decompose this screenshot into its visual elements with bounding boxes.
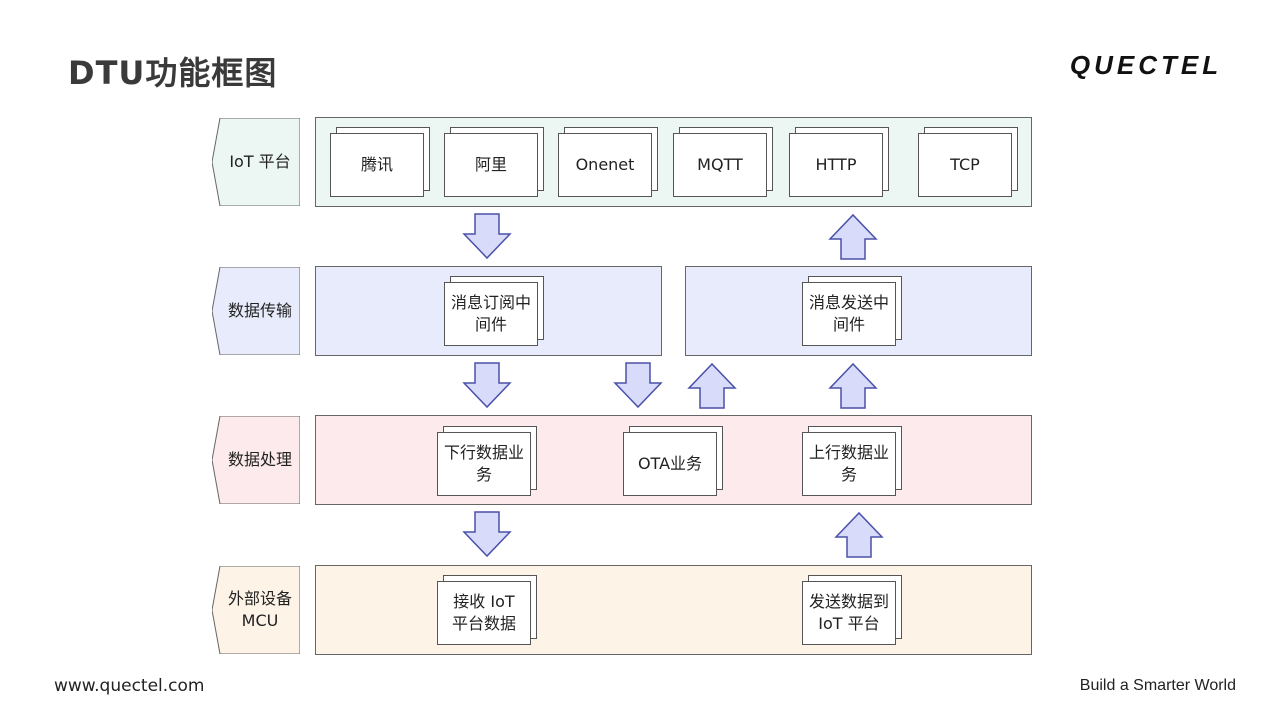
- platform-mqtt: MQTT: [673, 127, 773, 199]
- layer-label-device: 外部设备 MCU: [212, 566, 300, 654]
- doc-label: TCP: [918, 133, 1012, 197]
- subscribe-middleware: 消息订阅中 间件: [444, 276, 544, 348]
- down-arrow-icon: [462, 511, 512, 558]
- layer-label-processing: 数据处理: [212, 416, 300, 504]
- down-arrow-icon: [462, 362, 512, 409]
- platform-aliyun: 阿里: [444, 127, 544, 199]
- platform-http: HTTP: [789, 127, 889, 199]
- downlink-service: 下行数据业 务: [437, 426, 537, 498]
- layer-label-text: 外部设备 MCU: [227, 589, 292, 630]
- doc-label: 下行数据业 务: [437, 432, 531, 496]
- down-arrow-icon: [462, 213, 512, 260]
- doc-label: 接收 IoT 平台数据: [437, 581, 531, 645]
- slogan: Build a Smarter World: [1079, 677, 1236, 694]
- uplink-service: 上行数据业 务: [802, 426, 902, 498]
- doc-label: OTA业务: [623, 432, 717, 496]
- layer-label-text: IoT 平台: [229, 152, 291, 171]
- up-arrow-icon: [834, 511, 884, 558]
- doc-label: Onenet: [558, 133, 652, 197]
- website-link[interactable]: www.quectel.com: [54, 676, 205, 696]
- down-arrow-icon: [613, 362, 663, 409]
- doc-label: 消息订阅中 间件: [444, 282, 538, 346]
- platform-tcp: TCP: [918, 127, 1018, 199]
- doc-label: HTTP: [789, 133, 883, 197]
- doc-label: MQTT: [673, 133, 767, 197]
- platform-tencent: 腾讯: [330, 127, 430, 199]
- page-title: DTU功能框图: [68, 54, 278, 92]
- layer-label-text: 数据传输: [227, 301, 292, 320]
- doc-label: 阿里: [444, 133, 538, 197]
- doc-label: 消息发送中 间件: [802, 282, 896, 346]
- ota-service: OTA业务: [623, 426, 723, 498]
- receive-platform-data: 接收 IoT 平台数据: [437, 575, 537, 647]
- send-middleware: 消息发送中 间件: [802, 276, 902, 348]
- layer-label-transfer: 数据传输: [212, 267, 300, 355]
- send-data-to-platform: 发送数据到 IoT 平台: [802, 575, 902, 647]
- up-arrow-icon: [828, 362, 878, 409]
- doc-label: 腾讯: [330, 133, 424, 197]
- quectel-logo: QUECTEL: [1070, 50, 1222, 80]
- layer-label-iot: IoT 平台: [212, 118, 300, 206]
- up-arrow-icon: [828, 213, 878, 260]
- layer-label-text: 数据处理: [227, 450, 292, 469]
- device-band: [315, 565, 1032, 655]
- doc-label: 发送数据到 IoT 平台: [802, 581, 896, 645]
- logo-text: QUECTEL: [1070, 50, 1222, 80]
- doc-label: 上行数据业 务: [802, 432, 896, 496]
- platform-onenet: Onenet: [558, 127, 658, 199]
- up-arrow-icon: [687, 362, 737, 409]
